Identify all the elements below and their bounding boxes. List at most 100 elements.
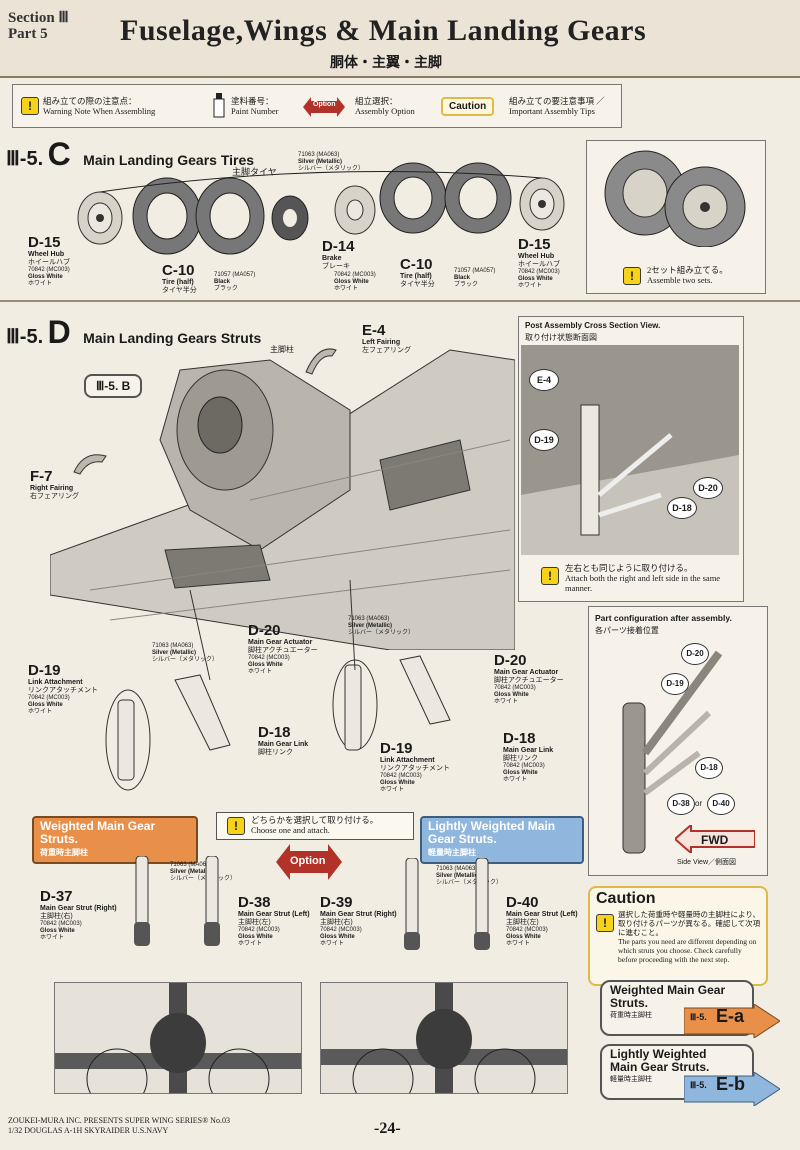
tire-half-icon <box>444 162 512 234</box>
part-d15-left: D-15 Wheel Hub ホイールハブ 70842 (MC003) Glos… <box>28 234 70 287</box>
part-d20-left: D-20 Main Gear Actuator 脚柱アクチュエーター 70842… <box>248 622 318 675</box>
legend-caution-jp: 組み立ての要注意事項 ／ <box>509 96 605 106</box>
assemble-note-jp: 2セット組み立てる。 <box>647 265 728 275</box>
warning-icon: ! <box>623 267 641 285</box>
part-c10-left: C-10 Tire (half) タイヤ半分 <box>162 262 197 294</box>
weighted-title-box: Weighted Main Gear Struts. 荷重時主脚柱 <box>32 816 198 864</box>
next-step-arrow-icon[interactable] <box>684 1004 780 1038</box>
part-c10-right: C-10 Tire (half) タイヤ半分 <box>400 256 435 288</box>
part-d14: D-14 Brake ブレーキ <box>322 238 355 270</box>
side-view-label: Side View／側面図 <box>677 859 737 866</box>
section-d-heading: Ⅲ-5. D Main Landing Gears Struts <box>6 314 262 350</box>
aircraft-front-icon <box>55 983 301 1110</box>
tire-half-icon <box>379 162 447 234</box>
weighted-next-title: Weighted Main Gear Struts. <box>610 983 726 1010</box>
gear-strut-drawings <box>105 579 451 791</box>
part-d38: D-38 Main Gear Strut (Left) 主脚柱(左) 70842… <box>238 894 310 947</box>
paint-black-right: 71057 (MA057) Black ブラック <box>454 268 496 288</box>
cross-section-title: Post Assembly Cross Section View. <box>525 321 661 330</box>
config-callout-d38: D-38 <box>667 793 695 815</box>
tire-half-icon <box>132 177 202 255</box>
section-divider <box>0 300 800 302</box>
light-ref-letter: E-b <box>716 1074 745 1094</box>
legend-option-en: Assembly Option <box>355 106 415 116</box>
config-callout-d18: D-18 <box>695 757 723 779</box>
right-gear-assembly-icon <box>332 579 451 751</box>
section-c-heading: Ⅲ-5. C Main Landing Gears Tires <box>6 136 255 172</box>
callout-d20: D-20 <box>693 477 723 499</box>
light-struts-drawing <box>404 858 490 950</box>
weighted-ref-letter: E-a <box>716 1006 745 1026</box>
caution-en: The parts you need are different dependi… <box>618 937 757 964</box>
footer-line1: ZOUKEI-MURA INC. PRESENTS SUPER WING SER… <box>8 1116 230 1125</box>
section-c-title-jp: 主脚タイヤ <box>232 167 277 177</box>
warning-icon: ! <box>21 97 39 115</box>
warning-icon: ! <box>541 567 559 585</box>
config-title: Part configuration after assembly. <box>595 613 732 623</box>
left-gear-assembly-icon <box>105 589 231 791</box>
aircraft-front-icon <box>321 983 567 1110</box>
section-c-letter: C <box>47 136 71 172</box>
light-next-box[interactable]: Lightly Weighted Main Gear Struts. 軽量時主脚… <box>600 1044 754 1100</box>
choose-jp: どちらかを選択して取り付ける。 <box>251 815 379 825</box>
section-c-title: Main Landing Gears Tires <box>83 152 255 168</box>
next-step-arrow-icon[interactable] <box>684 1072 780 1106</box>
assembled-wheel-icon <box>604 150 746 247</box>
config-callout-d20: D-20 <box>681 643 709 665</box>
brake-right-icon <box>334 185 376 235</box>
part-number: Part 5 <box>8 26 48 42</box>
choose-en: Choose one and attach. <box>251 825 330 835</box>
callout-e4: E-4 <box>529 369 559 391</box>
config-title-jp: 各パーツ接着位置 <box>595 626 659 635</box>
paint-silver-left: 71063 (MA063) Silver (Metallic) シルバー（メタリ… <box>152 643 219 663</box>
light-title: Lightly Weighted Main Gear Struts. <box>428 819 556 846</box>
caution-badge: Caution <box>441 97 495 116</box>
part-d37: D-37 Main Gear Strut (Right) 主脚柱(右) 7084… <box>40 888 117 941</box>
cross-section-title-jp: 取り付け状態断面図 <box>525 333 597 342</box>
option-badge: Option <box>313 101 336 108</box>
paint-silver-weighted: 71063 (MA063) Silver (Metallic) シルバー（メタリ… <box>170 862 237 882</box>
config-strut-drawing <box>622 650 723 854</box>
part-e4: E-4 Left Fairing 左フェアリング <box>362 322 411 354</box>
warning-icon: ! <box>227 817 245 835</box>
footer-credits: ZOUKEI-MURA INC. PRESENTS SUPER WING SER… <box>8 1116 230 1136</box>
section-d-title-jp: 主脚柱 <box>270 345 294 354</box>
fwd-label: FWD <box>701 833 729 847</box>
part-d19-right: D-19 Link Attachment リンクアタッチメント 70842 (M… <box>380 740 450 793</box>
fwd-arrow-icon <box>675 825 755 853</box>
caution-box: Caution ! 選択した荷重時や軽量時の主脚柱により、取り付けるパーツが異な… <box>588 886 768 986</box>
part-d39: D-39 Main Gear Strut (Right) 主脚柱(右) 7084… <box>320 894 397 947</box>
callout-d19: D-19 <box>529 429 559 451</box>
part-d20-right: D-20 Main Gear Actuator 脚柱アクチュエーター 70842… <box>494 652 564 705</box>
warning-icon: ! <box>596 914 614 932</box>
page-number: -24- <box>374 1120 401 1137</box>
fairing-f7-icon <box>73 454 107 475</box>
caution-title: Caution <box>596 890 656 907</box>
part-d18-right: D-18 Main Gear Link 脚柱リンク 70842 (MC003) … <box>503 730 554 783</box>
legend-paint-en: Paint Number <box>231 106 279 116</box>
option-label: Option <box>290 855 326 867</box>
page-title: Fuselage,Wings & Main Landing Gears <box>120 14 647 47</box>
assemble-note-en: Assemble two sets. <box>647 275 713 285</box>
paint-silver-light: 71063 (MA063) Silver (Metallic) シルバー（メタリ… <box>436 866 503 886</box>
paint-bottle-icon <box>213 93 225 118</box>
light-next-jp: 軽量時主脚柱 <box>610 1076 652 1083</box>
footer-line2: 1/32 DOUGLAS A-1H SKYRAIDER U.S.NAVY <box>8 1126 169 1135</box>
paint-black-left: 71057 (MA057) Black ブラック <box>214 272 256 292</box>
header-band <box>0 0 800 78</box>
paint-silver-top: 71063 (MA063) Silver (Metallic) シルバー（メタリ… <box>298 152 365 172</box>
choose-one-box: ! どちらかを選択して取り付ける。 Choose one and attach. <box>216 812 414 840</box>
option-arrow-icon <box>303 97 345 117</box>
or-label: or <box>695 799 703 808</box>
cross-section-note-jp: 左右とも同じように取り付ける。 <box>565 563 693 573</box>
weighted-title: Weighted Main Gear Struts. <box>40 819 156 846</box>
section-d-title: Main Landing Gears Struts <box>83 330 262 346</box>
tire-exploded-drawing <box>77 162 565 255</box>
light-next-title: Lightly Weighted Main Gear Struts. <box>610 1047 710 1074</box>
weighted-struts-drawing <box>134 856 220 946</box>
page-subtitle-jp: 胴体・主翼・主脚 <box>330 56 442 71</box>
part-d18-left: D-18 Main Gear Link 脚柱リンク <box>258 724 309 756</box>
legend-caution-en: Important Assembly Tips <box>509 106 595 116</box>
light-aircraft-view <box>320 982 568 1110</box>
part-d19-left: D-19 Link Attachment リンクアタッチメント 70842 (M… <box>28 662 98 715</box>
